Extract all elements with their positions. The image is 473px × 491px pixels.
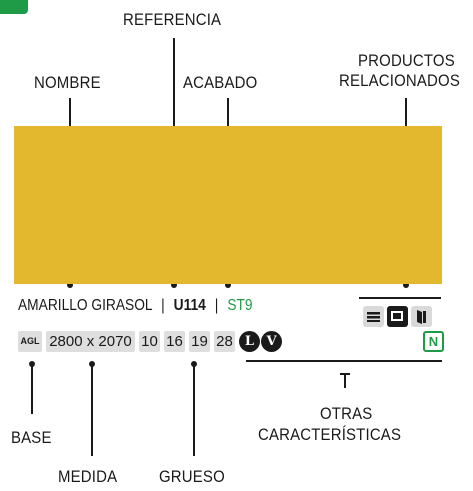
leader-grueso bbox=[193, 364, 195, 456]
other-features-rule bbox=[246, 360, 442, 362]
label-acabado: ACABADO bbox=[183, 73, 258, 92]
separator-2: | bbox=[214, 297, 219, 314]
label-referencia: REFERENCIA bbox=[123, 10, 222, 29]
edge-band-icon[interactable] bbox=[363, 306, 384, 327]
color-swatch bbox=[14, 126, 442, 284]
badge-n-icon: N bbox=[423, 331, 444, 352]
thickness-chip-4: 28 bbox=[214, 331, 235, 352]
label-productos: PRODUCTOS bbox=[358, 51, 455, 70]
leader-dot-nombre bbox=[67, 282, 73, 288]
label-grueso: GRUESO bbox=[159, 467, 225, 486]
symbol-l-icon: L bbox=[239, 331, 260, 352]
leader-dot-acabado bbox=[225, 282, 231, 288]
related-products-rule bbox=[359, 297, 441, 299]
label-relacionados: RELACIONADOS bbox=[339, 71, 460, 90]
brand-logo-corner bbox=[0, 0, 28, 14]
base-chip: AGL bbox=[18, 331, 42, 352]
leader-base bbox=[31, 364, 33, 414]
door-icon[interactable] bbox=[411, 306, 432, 327]
product-line: AMARILLO GIRASOL | U114 | ST9 bbox=[18, 296, 253, 316]
panel-icon[interactable] bbox=[387, 306, 408, 327]
thickness-chip-1: 10 bbox=[139, 331, 160, 352]
product-name: AMARILLO GIRASOL bbox=[18, 297, 153, 314]
separator-1: | bbox=[161, 297, 165, 314]
leader-otras-cap bbox=[340, 373, 350, 375]
label-base: BASE bbox=[11, 428, 52, 447]
symbol-v-icon: V bbox=[261, 331, 282, 352]
product-finish: ST9 bbox=[227, 297, 253, 314]
thickness-chip-2: 16 bbox=[164, 331, 185, 352]
label-nombre: NOMBRE bbox=[34, 73, 101, 92]
leader-otras bbox=[344, 374, 346, 388]
thickness-chip-3: 19 bbox=[189, 331, 210, 352]
label-medida: MEDIDA bbox=[58, 467, 118, 486]
leader-dot-productos bbox=[403, 282, 409, 288]
label-caracteristicas: CARACTERÍSTICAS bbox=[258, 425, 402, 444]
label-otras: OTRAS bbox=[320, 404, 373, 423]
leader-medida bbox=[91, 364, 93, 456]
product-reference: U114 bbox=[173, 297, 206, 314]
size-chip: 2800 x 2070 bbox=[46, 331, 135, 352]
leader-dot-referencia bbox=[171, 282, 177, 288]
